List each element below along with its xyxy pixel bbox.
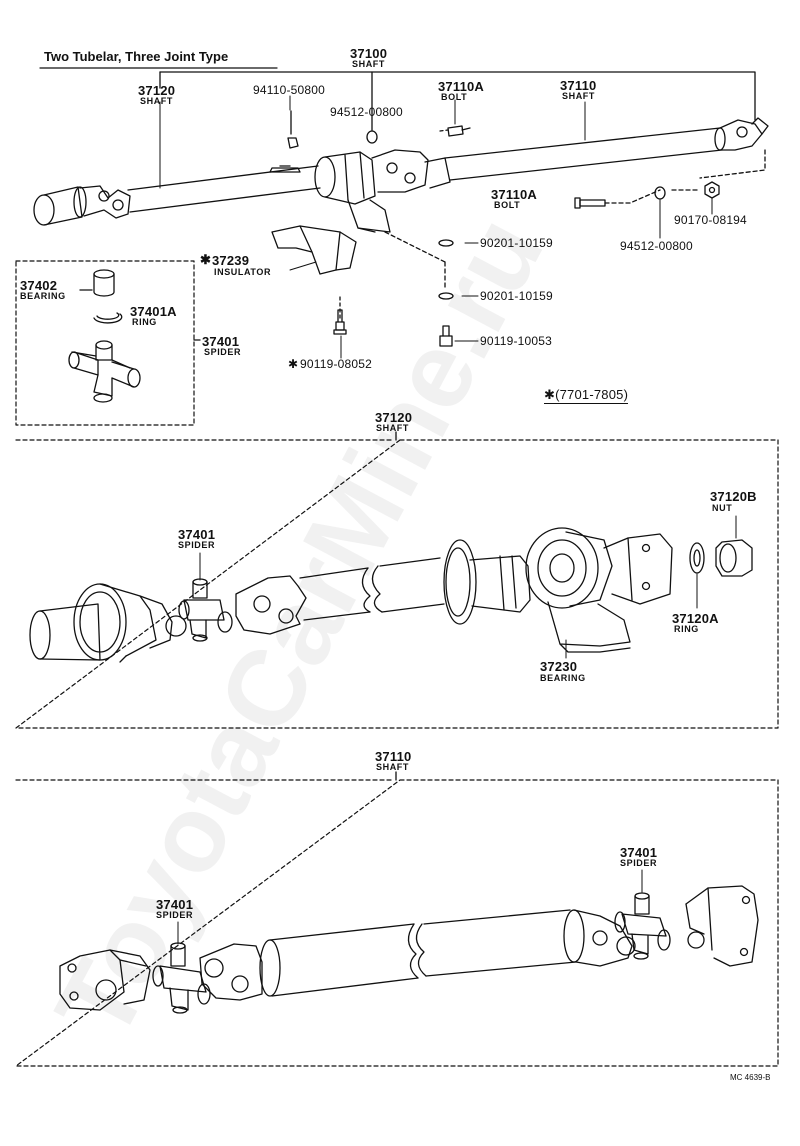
label-37100-num: 37100 [350,46,388,61]
label-bot-37401-right-num: 37401 [620,845,658,860]
diagram-title: Two Tubelar, Three Joint Type [44,49,229,64]
label-37120-num: 37120 [138,83,176,98]
label-37402-num: 37402 [20,278,58,293]
label-bot-37110-cap: SHAFT [376,762,409,772]
label-90119-08052: 90119-08052 [300,357,373,371]
top-rear-shaft [444,117,769,181]
label-37110A-a-num: 37110A [438,79,485,94]
label-37120A-cap: RING [674,624,699,634]
label-bot-37401-right-cap: SPIDER [620,858,658,868]
label-37402-cap: BEARING [20,291,66,301]
label-37239-cap: INSULATOR [214,267,272,277]
label-bot-37110-num: 37110 [375,749,412,764]
label-37110A-b-num: 37110A [491,187,538,202]
label-37230-cap: BEARING [540,673,586,683]
label-bot-37401-left-cap: SPIDER [156,910,194,920]
inset-box [15,260,201,426]
label-94512-00800-b: 94512-00800 [620,239,693,253]
label-mid-37120-cap: SHAFT [376,423,409,433]
label-37401A-cap: RING [132,317,157,327]
label-37230-num: 37230 [540,659,578,674]
label-mid-37401-num: 37401 [178,527,216,542]
label-inset-37401-num: 37401 [202,334,240,349]
label-37120B-cap: NUT [712,503,733,513]
label-94512-00800-a: 94512-00800 [330,105,403,119]
label-37120-cap: SHAFT [140,96,173,106]
label-37401A-num: 37401A [130,304,177,319]
label-94110-50800: 94110-50800 [253,83,326,97]
label-90201-10159-b: 90201-10159 [480,289,553,303]
label-37239-num: 37239 [212,253,250,268]
label-37110A-b-cap: BOLT [494,200,521,210]
label-bot-37401-left-num: 37401 [156,897,194,912]
top-leaders [159,95,713,359]
label-90119-08052-mark: ✱ [288,357,299,371]
label-mid-37120-num: 37120 [375,410,413,425]
label-37110A-a-cap: BOLT [441,92,468,102]
label-37120B-num: 37120B [710,489,757,504]
bottom-box [15,771,779,1067]
label-90170-08194: 90170-08194 [674,213,747,227]
label-37120A-num: 37120A [672,611,719,626]
top-front-shaft [33,165,321,226]
top-small-parts [269,110,766,347]
label-90119-10053: 90119-10053 [480,334,553,348]
label-insulator-mark: ✱ [200,252,212,267]
label-inset-37401-cap: SPIDER [204,347,242,357]
figure-code: MC 4639-B [730,1073,771,1082]
note-date-range: ✱(7701-7805) [544,387,629,404]
label-37110-num: 37110 [560,78,597,93]
label-mid-37401-cap: SPIDER [178,540,216,550]
top-center-bearing [314,149,451,233]
label-37110-cap: SHAFT [562,91,595,101]
label-90201-10159-a: 90201-10159 [480,236,553,250]
middle-box [15,431,779,729]
label-37100-cap: SHAFT [352,59,385,69]
